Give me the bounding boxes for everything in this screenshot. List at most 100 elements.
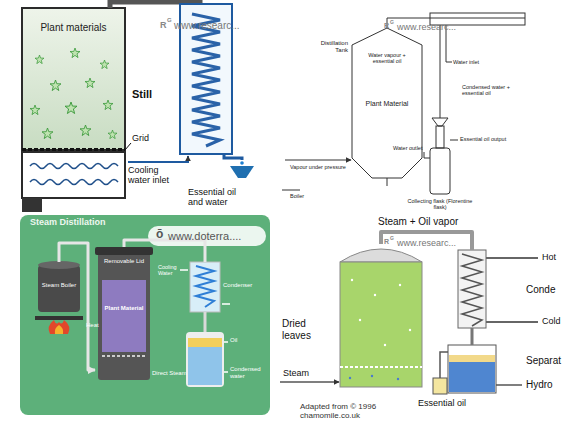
part-name: Oil [230, 337, 237, 344]
vapour-dot [399, 284, 401, 286]
steam-dot [349, 377, 351, 379]
watermark-logo: R [160, 20, 167, 30]
panel-one [22, 2, 254, 212]
part-name: Grid [132, 133, 149, 143]
still-vessel: Plant materialsStill [22, 8, 125, 198]
water-layer [188, 347, 222, 385]
water-outlet-pipe [424, 152, 430, 158]
part-name: Hot [542, 252, 556, 262]
part-name: Cold [542, 316, 561, 326]
grid-plate [102, 355, 146, 357]
part-name: Essential oil output [460, 136, 510, 142]
steam-dot [397, 378, 399, 380]
oil-layer [449, 355, 495, 362]
steam-inlet [280, 381, 339, 383]
leaf-star [50, 80, 61, 91]
node-text: Steam Boiler [38, 282, 80, 289]
vapour-dot [359, 319, 361, 321]
burner-plate [35, 316, 83, 320]
part-name: Boiler [290, 193, 304, 199]
part-name: Condensed water + essential oil [462, 84, 522, 97]
steam-wave [30, 164, 118, 169]
condensate-pipe [204, 312, 207, 332]
separator-body [448, 345, 496, 393]
still-vessel [340, 262, 422, 387]
leaf-star [103, 100, 113, 110]
condensate-tube [440, 25, 441, 118]
watermark: www.researc... [174, 20, 240, 32]
leaf-star [85, 78, 95, 88]
condenser-coil [192, 14, 220, 146]
collecting-funnel [230, 166, 254, 178]
still-vessel [22, 8, 125, 150]
leaf-star [42, 128, 53, 139]
removable-lid [95, 247, 153, 255]
watermark-logo: G [167, 17, 172, 24]
node-text: Condenser [223, 282, 252, 289]
watermark-logo: G [390, 236, 394, 242]
outlet-pipe [440, 352, 522, 385]
source-note: Adapted from © 1996 chamomile.co.uk [300, 402, 395, 420]
panel-two [282, 13, 525, 194]
watermark: www.doterra.... [168, 230, 241, 243]
steam-inlet [285, 160, 351, 161]
edge-label: Steam + Oil vapor [378, 216, 458, 228]
separator: Separat [448, 345, 496, 395]
part-name: Water outlet [393, 145, 423, 151]
node-text: Separat [526, 355, 561, 367]
part-name: Water inlet [453, 59, 479, 65]
condenser: Condenser [190, 262, 220, 312]
node-subtext: Plant Material [357, 100, 417, 108]
part-name: Essential oil [418, 398, 466, 408]
drain-pipe [387, 178, 388, 186]
grid-plate [340, 366, 422, 368]
steam-dot [371, 375, 373, 377]
steam-boiler [38, 265, 80, 312]
outlet-pipe [224, 342, 228, 372]
panel-four [280, 249, 538, 394]
watermark: www.researc... [397, 22, 456, 32]
node-text: Removable Lid [95, 258, 153, 265]
tank-outline [352, 28, 422, 178]
still-dome [340, 249, 422, 262]
node-text: Dried leaves [282, 318, 337, 341]
part-name: Condensed water [230, 366, 268, 380]
condenser: Conde [458, 250, 486, 328]
steam-chamber [22, 152, 125, 198]
oil-beaker [433, 378, 447, 394]
steam-boiler: Steam Boiler [38, 262, 80, 312]
leaf-star [80, 125, 91, 136]
watermark: www.researc... [397, 238, 456, 248]
part-name: Cooling Water [158, 264, 188, 277]
node-subtext: Plant Material [95, 305, 153, 312]
boiler-top [38, 261, 80, 269]
leader-line [125, 143, 131, 150]
node-text: Conde [526, 284, 555, 296]
boiler-pipe [282, 190, 300, 191]
drop [240, 161, 244, 165]
panel-three [20, 215, 270, 415]
watermark-logo: R [384, 238, 389, 246]
flame [49, 320, 70, 334]
oil-layer [188, 338, 222, 347]
node-text: Plant materials [26, 22, 121, 34]
separator [186, 332, 224, 387]
leaf-star [70, 48, 80, 58]
still-vessel: Removable LidPlant Material [95, 247, 153, 382]
pipe-connector [381, 232, 472, 250]
cooling-water-pipe [128, 156, 188, 162]
node-text: Collecting flask (Florentine flask) [406, 198, 474, 211]
steam-pipe [22, 198, 42, 212]
panel-background [20, 215, 270, 415]
watermark-logo: G [390, 20, 394, 26]
part-name: Vapour under pressure [290, 164, 350, 170]
steam-wave [30, 180, 118, 185]
node-subtext: Water vapour + essential oil [357, 52, 417, 65]
part-name: Heat [86, 322, 99, 329]
leaf-star [35, 55, 44, 64]
